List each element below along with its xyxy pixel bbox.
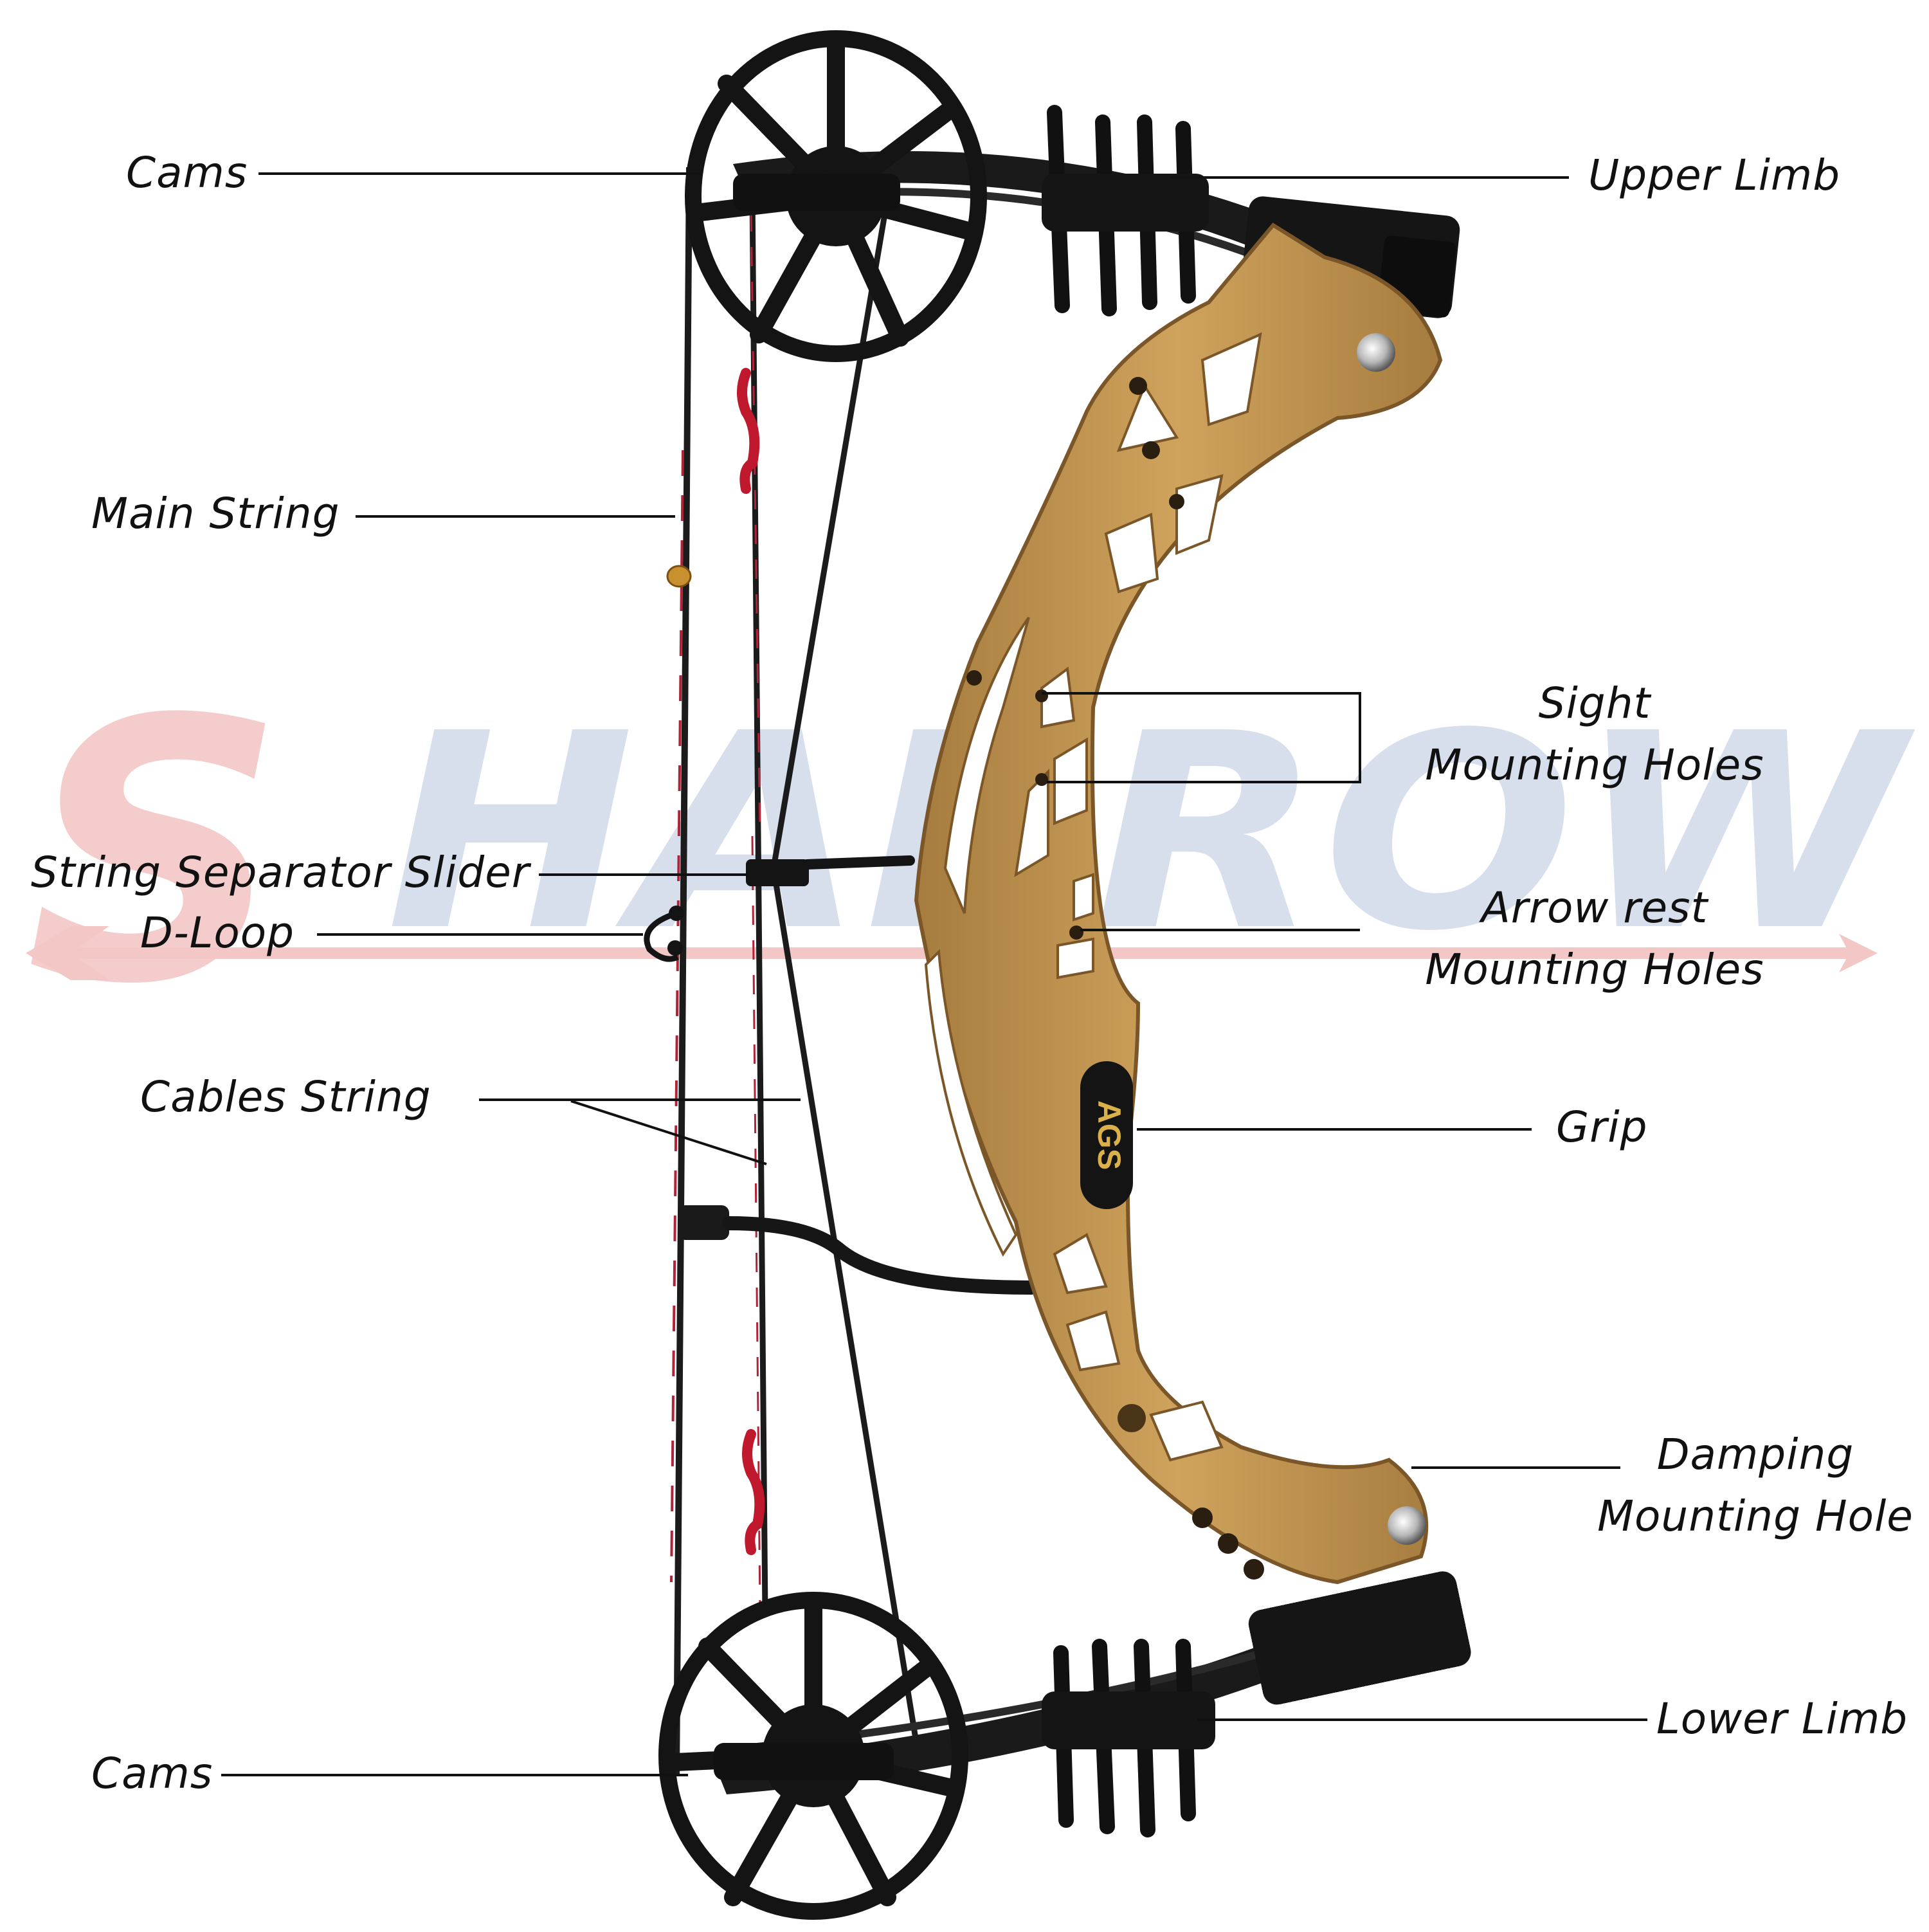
watermark-text: HARROW <box>386 676 1919 990</box>
string-separator-slider <box>746 855 915 886</box>
watermark: S HARROW <box>26 644 1919 1063</box>
label-sight-mounting-holes: Sight Mounting Holes <box>1425 679 1764 790</box>
leader-cables-string-2 <box>570 1100 767 1165</box>
riser: AGS <box>914 223 1443 1585</box>
d-loop <box>644 906 684 962</box>
label-main-string: Main String <box>91 489 340 538</box>
label-d-loop: D-Loop <box>140 908 295 958</box>
leader-sight-holes <box>1042 692 1361 783</box>
damping-mount-bolt <box>1388 1506 1426 1545</box>
brand-badge: AGS <box>1091 1100 1127 1170</box>
label-damping-mounting-hole: Damping Mounting Hole <box>1597 1430 1914 1541</box>
label-string-separator-slider: String Separator Slider <box>31 848 530 897</box>
string-stop-rod <box>678 1205 1038 1295</box>
upper-limb-bolt <box>1357 333 1395 372</box>
main-string <box>666 167 693 1776</box>
leader-lines <box>221 172 1647 1776</box>
upper-limb-dampers <box>1042 105 1209 316</box>
label-grip: Grip <box>1556 1102 1648 1152</box>
lower-limb-dampers <box>1042 1639 1215 1837</box>
cam-top <box>685 30 987 362</box>
watermark-letter-s: S <box>26 644 285 1063</box>
label-arrow-rest-mounting-holes: Arrow rest Mounting Holes <box>1425 883 1764 994</box>
label-cams-bottom: Cams <box>91 1749 213 1798</box>
label-cams-top: Cams <box>126 148 248 197</box>
label-cables-string: Cables String <box>140 1072 431 1122</box>
peep-sight <box>666 565 692 588</box>
label-lower-limb: Lower Limb <box>1656 1694 1908 1744</box>
cam-bottom <box>658 1592 968 1920</box>
grip: AGS <box>1080 1061 1133 1209</box>
damping-hole <box>1118 1404 1146 1432</box>
label-upper-limb: Upper Limb <box>1588 150 1841 200</box>
